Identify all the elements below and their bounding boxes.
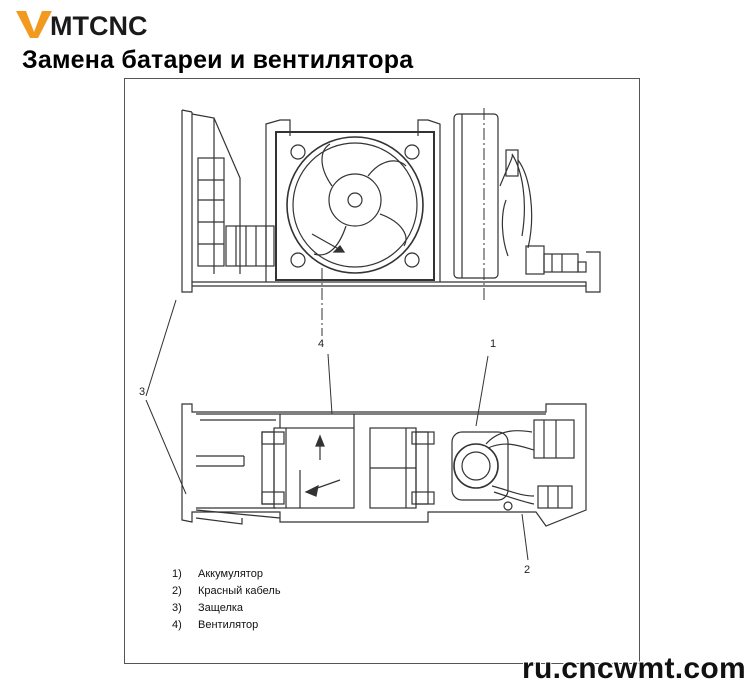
callout-3: 3 — [139, 386, 146, 398]
logo-text: MTCNC — [50, 11, 147, 40]
legend-item: 4) Вентилятор — [172, 617, 281, 634]
fan-body — [369, 427, 435, 509]
fan-housing — [265, 119, 441, 282]
legend-number: 4) — [172, 619, 182, 631]
parts-legend: 1) Аккумулятор 2) Красный кабель 3) Заще… — [172, 566, 281, 634]
legend-item: 3) Защелка — [172, 600, 281, 617]
top-assembly-view — [181, 109, 601, 293]
legend-label: Красный кабель — [198, 585, 281, 597]
legend-label: Аккумулятор — [198, 568, 263, 580]
bottom-assembly-view — [181, 403, 587, 527]
legend-item: 1) Аккумулятор — [172, 566, 281, 583]
logo-v-mark — [16, 11, 52, 38]
diagram-frame — [124, 78, 640, 664]
callout-4: 4 — [318, 338, 325, 350]
site-watermark: ru.cncwmt.com — [522, 652, 746, 685]
battery-plug — [503, 419, 575, 511]
fan-retainer — [261, 414, 355, 509]
legend-label: Защелка — [198, 602, 244, 614]
cable-harness — [499, 153, 533, 257]
legend-number: 3) — [172, 602, 182, 614]
battery-connector-stack — [197, 157, 275, 267]
legend-number: 2) — [172, 585, 182, 597]
legend-number: 1) — [172, 568, 182, 580]
legend-label: Вентилятор — [198, 619, 259, 631]
right-connector — [525, 245, 587, 275]
callout-2: 2 — [524, 564, 531, 576]
vmtcnc-logo: MTCNC — [16, 11, 147, 40]
capacitor-block — [453, 113, 499, 279]
callout-1: 1 — [490, 338, 497, 350]
leader-lines — [145, 108, 529, 561]
legend-item: 2) Красный кабель — [172, 583, 281, 600]
page-title: Замена батареи и вентилятора — [22, 46, 414, 74]
battery-cell — [451, 430, 535, 505]
